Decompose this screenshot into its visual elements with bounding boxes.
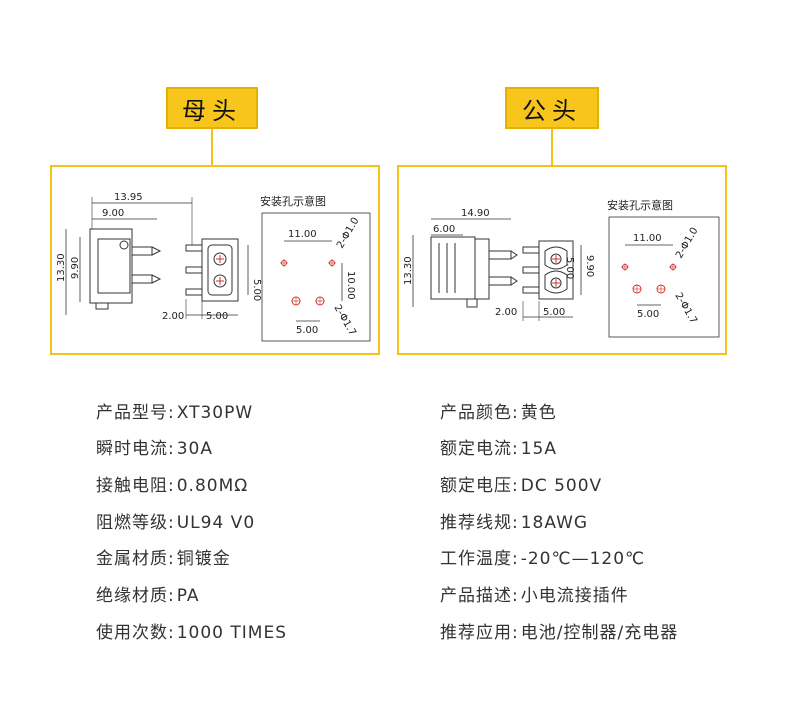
spec-value: 0.80MΩ	[176, 476, 249, 496]
spec-key: 产品型号:	[96, 403, 175, 423]
spec-value: 1000 TIMES	[176, 623, 287, 643]
female-dim-13-95: 13.95	[114, 192, 143, 203]
female-title-box: 母头	[166, 87, 258, 129]
female-title: 母头	[182, 96, 242, 125]
spec-key: 阻燃等级:	[96, 513, 175, 533]
spec-key: 额定电压:	[440, 476, 519, 496]
male-hole-5-00: 5.00	[637, 309, 659, 320]
spec-value: XT30PW	[176, 403, 254, 423]
spec-value: 电池/控制器/充电器	[520, 623, 679, 643]
spec-key: 推荐线规:	[440, 513, 519, 533]
spec-value: 黄色	[520, 403, 557, 423]
spec-key: 工作温度:	[440, 549, 519, 569]
male-title-box: 公头	[505, 87, 599, 129]
spec-row: 产品描述:小电流接插件	[440, 581, 629, 606]
male-diagram-panel: 14.90 6.00 13.30 5.00 9.90 2.00 5.00	[397, 165, 727, 355]
spec-key: 绝缘材质:	[96, 586, 175, 606]
female-drawing: 13.95 9.00 13.30 9.90 5.00 2.0	[56, 192, 371, 342]
female-dim-5-00-vert: 5.00	[251, 279, 262, 301]
male-hole-11-00: 11.00	[633, 233, 662, 244]
female-diagram-panel: 13.95 9.00 13.30 9.90 5.00 2.0	[50, 165, 380, 355]
female-dim-13-30: 13.30	[56, 253, 67, 282]
spec-key: 推荐应用:	[440, 623, 519, 643]
spec-row: 推荐应用:电池/控制器/充电器	[440, 618, 678, 643]
spec-row: 产品颜色:黄色	[440, 398, 557, 423]
male-dim-5-00-vert: 5.00	[564, 257, 575, 279]
male-dim-14-90: 14.90	[461, 208, 490, 219]
female-dim-9-00: 9.00	[102, 208, 124, 219]
female-connector-line	[211, 129, 213, 165]
male-dim-13-30: 13.30	[403, 256, 414, 285]
spec-value: 18AWG	[520, 513, 589, 533]
spec-key: 产品颜色:	[440, 403, 519, 423]
spec-value: PA	[176, 586, 200, 606]
spec-row: 额定电压:DC 500V	[440, 471, 602, 496]
female-hole-title: 安装孔示意图	[260, 194, 326, 208]
spec-value: 15A	[520, 439, 557, 459]
spec-row: 阻燃等级:UL94 V0	[96, 508, 255, 533]
spec-key: 产品描述:	[440, 586, 519, 606]
spec-value: 小电流接插件	[520, 586, 629, 606]
spec-value: -20℃—120℃	[520, 549, 646, 569]
female-hole-10-00: 10.00	[345, 271, 356, 300]
female-dim-2-00: 2.00	[162, 311, 184, 322]
male-title: 公头	[522, 96, 582, 125]
spec-key: 接触电阻:	[96, 476, 175, 496]
spec-row: 产品型号:XT30PW	[96, 398, 253, 423]
male-connector-line	[551, 129, 553, 165]
spec-row: 金属材质:铜镀金	[96, 544, 231, 569]
male-dim-9-90: 9.90	[584, 255, 595, 277]
male-dim-5-00: 5.00	[543, 307, 565, 318]
female-hole-11-00: 11.00	[288, 229, 317, 240]
spec-value: 铜镀金	[176, 549, 231, 569]
spec-row: 接触电阻:0.80MΩ	[96, 471, 248, 496]
spec-row: 额定电流:15A	[440, 434, 557, 459]
female-dim-9-90: 9.90	[70, 257, 81, 279]
spec-row: 瞬时电流:30A	[96, 434, 213, 459]
female-hole-5-00: 5.00	[296, 325, 318, 336]
spec-row: 使用次数:1000 TIMES	[96, 618, 287, 643]
male-dim-2-00: 2.00	[495, 307, 517, 318]
spec-value: 30A	[176, 439, 213, 459]
spec-row: 工作温度:-20℃—120℃	[440, 544, 645, 569]
spec-key: 金属材质:	[96, 549, 175, 569]
female-dim-5-00: 5.00	[206, 311, 228, 322]
spec-value: UL94 V0	[176, 513, 256, 533]
spec-key: 使用次数:	[96, 623, 175, 643]
spec-row: 推荐线规:18AWG	[440, 508, 588, 533]
spec-key: 瞬时电流:	[96, 439, 175, 459]
male-drawing: 14.90 6.00 13.30 5.00 9.90 2.00 5.00	[403, 198, 720, 338]
spec-key: 额定电流:	[440, 439, 519, 459]
spec-value: DC 500V	[520, 476, 603, 496]
male-dim-6-00: 6.00	[433, 224, 455, 235]
male-hole-title: 安装孔示意图	[607, 198, 673, 212]
spec-row: 绝缘材质:PA	[96, 581, 200, 606]
